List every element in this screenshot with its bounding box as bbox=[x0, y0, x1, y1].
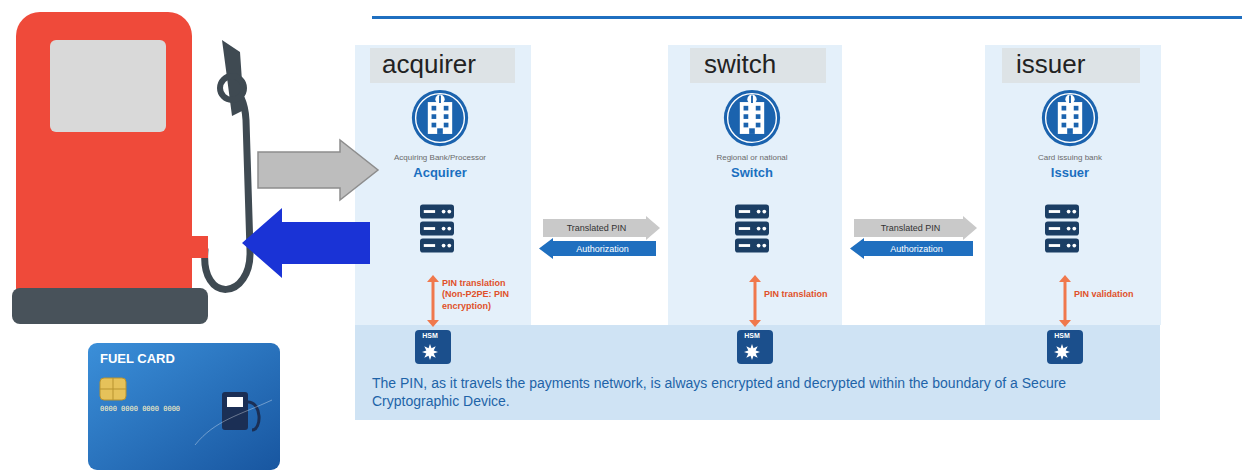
card-number: 0000 0000 0000 0000 bbox=[100, 405, 180, 413]
hsm-box: HSM bbox=[415, 330, 451, 364]
message-arrow bbox=[543, 216, 660, 240]
hsm-label: HSM bbox=[1047, 332, 1077, 339]
panel-title: Acquirer bbox=[355, 165, 525, 180]
message-arrow bbox=[850, 238, 973, 259]
hsm-label: HSM bbox=[737, 332, 767, 339]
panel-subtitle: Regional or national bbox=[668, 153, 836, 162]
hsm-label: HSM bbox=[415, 332, 445, 339]
panel-title: Issuer bbox=[985, 165, 1155, 180]
edge-label: Translated PIN bbox=[881, 223, 941, 233]
header-label: switch bbox=[704, 49, 776, 80]
panel-fill bbox=[355, 45, 531, 325]
issuer-panel: Card issuing bankIssuer issuer bbox=[985, 45, 1161, 272]
edge-label: PIN validation bbox=[1074, 289, 1159, 300]
switch-panel: Regional or nationalSwitch switch bbox=[668, 45, 842, 272]
card-fill bbox=[88, 343, 280, 470]
message-arrow bbox=[854, 216, 977, 240]
edge-label: PIN translation bbox=[764, 289, 840, 300]
hsm-box: HSM bbox=[1047, 330, 1083, 364]
panel-title: Switch bbox=[668, 165, 836, 180]
hsm-box: HSM bbox=[737, 330, 773, 364]
column-header: acquirer bbox=[370, 48, 515, 83]
hsm-link bbox=[427, 275, 439, 327]
message-arrow bbox=[539, 238, 656, 259]
network-band: The PIN, as it travels the payments netw… bbox=[355, 325, 1160, 420]
bank-icons bbox=[412, 90, 1098, 146]
column-header: issuer bbox=[1002, 48, 1140, 83]
acquirer-panel: Acquiring Bank/ProcessorAcquirer acquirer bbox=[355, 45, 531, 272]
server-icons bbox=[420, 204, 1079, 252]
hsm-link bbox=[1059, 275, 1071, 327]
fuel-pump bbox=[12, 12, 250, 324]
panel-subtitle: Acquiring Bank/Processor bbox=[355, 153, 525, 162]
flow-arrows bbox=[242, 140, 378, 278]
hsm-link bbox=[749, 275, 761, 327]
header-label: acquirer bbox=[382, 49, 476, 80]
edge-label: PIN translation (Non-P2PE: PIN encryptio… bbox=[442, 278, 529, 312]
card-title: FUEL CARD bbox=[100, 351, 175, 366]
panel-subtitle: Card issuing bank bbox=[985, 153, 1155, 162]
column-header: switch bbox=[690, 48, 826, 83]
edge-label: Translated PIN bbox=[567, 223, 627, 233]
panel-fill bbox=[668, 45, 842, 325]
fuel-card: FUEL CARD 0000 0000 0000 0000 bbox=[88, 343, 280, 470]
band-note: The PIN, as it travels the payments netw… bbox=[372, 375, 1072, 410]
edge-label: Authorization bbox=[890, 244, 943, 254]
band-fill bbox=[355, 325, 1160, 420]
top-rule bbox=[372, 16, 1242, 19]
card-decor bbox=[100, 378, 272, 445]
header-label: issuer bbox=[1016, 49, 1085, 80]
edge-label: Authorization bbox=[576, 244, 629, 254]
panel-fill bbox=[985, 45, 1161, 325]
